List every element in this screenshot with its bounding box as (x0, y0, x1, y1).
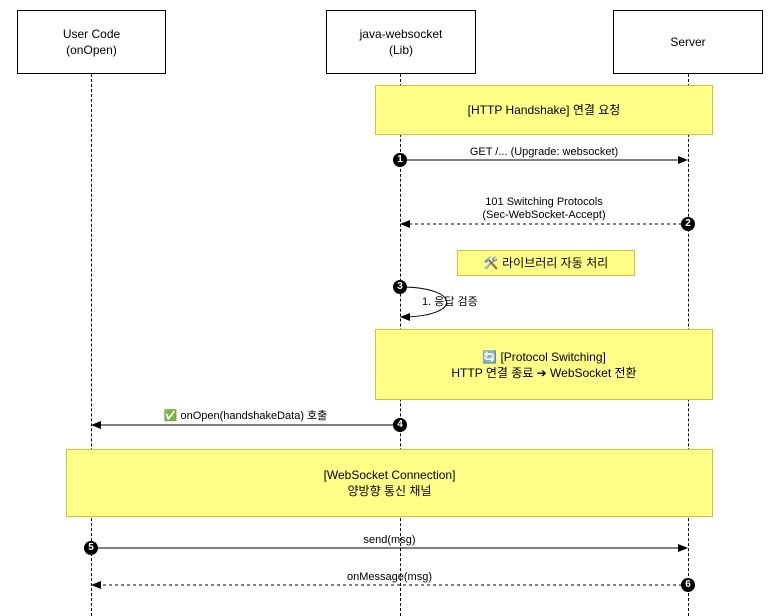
message-5-label: send(msg) (363, 534, 416, 546)
message-4-label: ✅ onOpen(handshakeData) 호출 (163, 410, 328, 422)
message-1-label: GET /... (Upgrade: websocket) (469, 146, 619, 158)
message-3-label: 1. 응답 검증 (422, 296, 478, 308)
message-2-label-line2: (Sec-WebSocket-Accept) (482, 209, 606, 221)
note-websocket-connection-detail: 양방향 통신 채널 (347, 484, 432, 498)
step-3-badge: 3 (393, 280, 407, 294)
participant-user-code: User Code (onOpen) (17, 10, 166, 74)
step-1-badge: 1 (393, 153, 407, 167)
note-protocol-switching-detail: HTTP 연결 종료 ➔ WebSocket 전환 (451, 365, 637, 380)
message-2-label-line1: 101 Switching Protocols (485, 196, 603, 208)
message-3-self-arrow (399, 286, 447, 321)
participant-user-code-title: User Code (62, 27, 121, 41)
participant-lib-title: java-websocket (359, 27, 443, 41)
note-auto-processing: 🛠️ 라이브러리 자동 처리 (457, 250, 635, 276)
participant-user-code-subtitle: (onOpen) (66, 43, 117, 57)
step-2-badge: 2 (681, 217, 695, 231)
note-http-handshake-text: [HTTP Handshake] 연결 요청 (467, 103, 621, 117)
message-6-label: onMessage(msg) (347, 571, 432, 583)
note-auto-processing-text: 🛠️ 라이브러리 자동 처리 (483, 256, 609, 270)
step-5-badge: 5 (84, 541, 98, 555)
participant-lib-subtitle: (Lib) (388, 43, 413, 57)
note-protocol-switching: 🔄 [Protocol Switching] HTTP 연결 종료 ➔ WebS… (375, 329, 713, 400)
note-protocol-switching-title: 🔄 [Protocol Switching] (482, 349, 606, 364)
step-4-badge: 4 (393, 418, 407, 432)
note-websocket-connection: [WebSocket Connection] 양방향 통신 채널 (66, 449, 713, 517)
lifeline-user-code (91, 74, 92, 616)
step-6-badge: 6 (681, 578, 695, 592)
note-http-handshake: [HTTP Handshake] 연결 요청 (375, 85, 713, 135)
participant-server-title: Server (670, 35, 706, 49)
participant-server: Server (613, 10, 763, 74)
note-websocket-connection-title: [WebSocket Connection] (323, 468, 456, 482)
participant-lib: java-websocket (Lib) (326, 10, 476, 74)
